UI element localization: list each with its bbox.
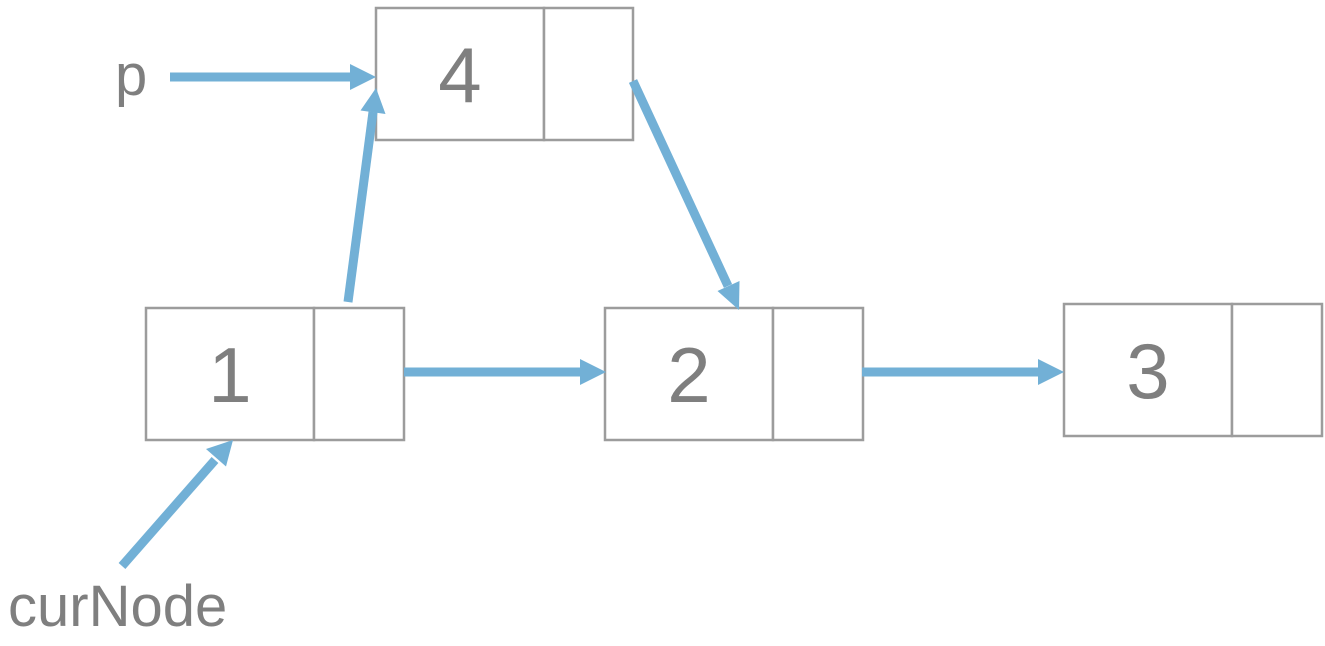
node-1-next-cell [312,306,406,442]
node-2-next-cell [771,306,865,442]
node-4-value-cell [374,6,546,142]
node-1-value-cell [144,306,316,442]
arrow-curnode-to-node-1 [118,440,233,569]
arrow-p-to-node-4 [170,64,376,90]
node-3: 3 [1062,302,1324,438]
node-1: 1 [144,306,406,442]
node-4-value: 4 [438,31,481,119]
node-4-next-cell [542,6,635,142]
pointer-label-p: p [115,43,147,108]
node-2: 2 [603,306,865,442]
node-3-next-cell [1230,302,1324,438]
node-3-value: 3 [1126,327,1169,415]
node-2-value: 2 [667,331,710,419]
node-1-value: 1 [208,331,251,419]
node-2-value-cell [603,306,775,442]
arrow-node-2-to-node-3 [862,359,1064,385]
arrow-node-1-to-node-2 [404,359,606,385]
node-4: 4 [374,6,635,142]
pointer-label-curnode: curNode [8,574,227,639]
arrow-node-4-to-node-2 [628,79,740,310]
arrow-node-1-to-node-4 [343,88,386,303]
